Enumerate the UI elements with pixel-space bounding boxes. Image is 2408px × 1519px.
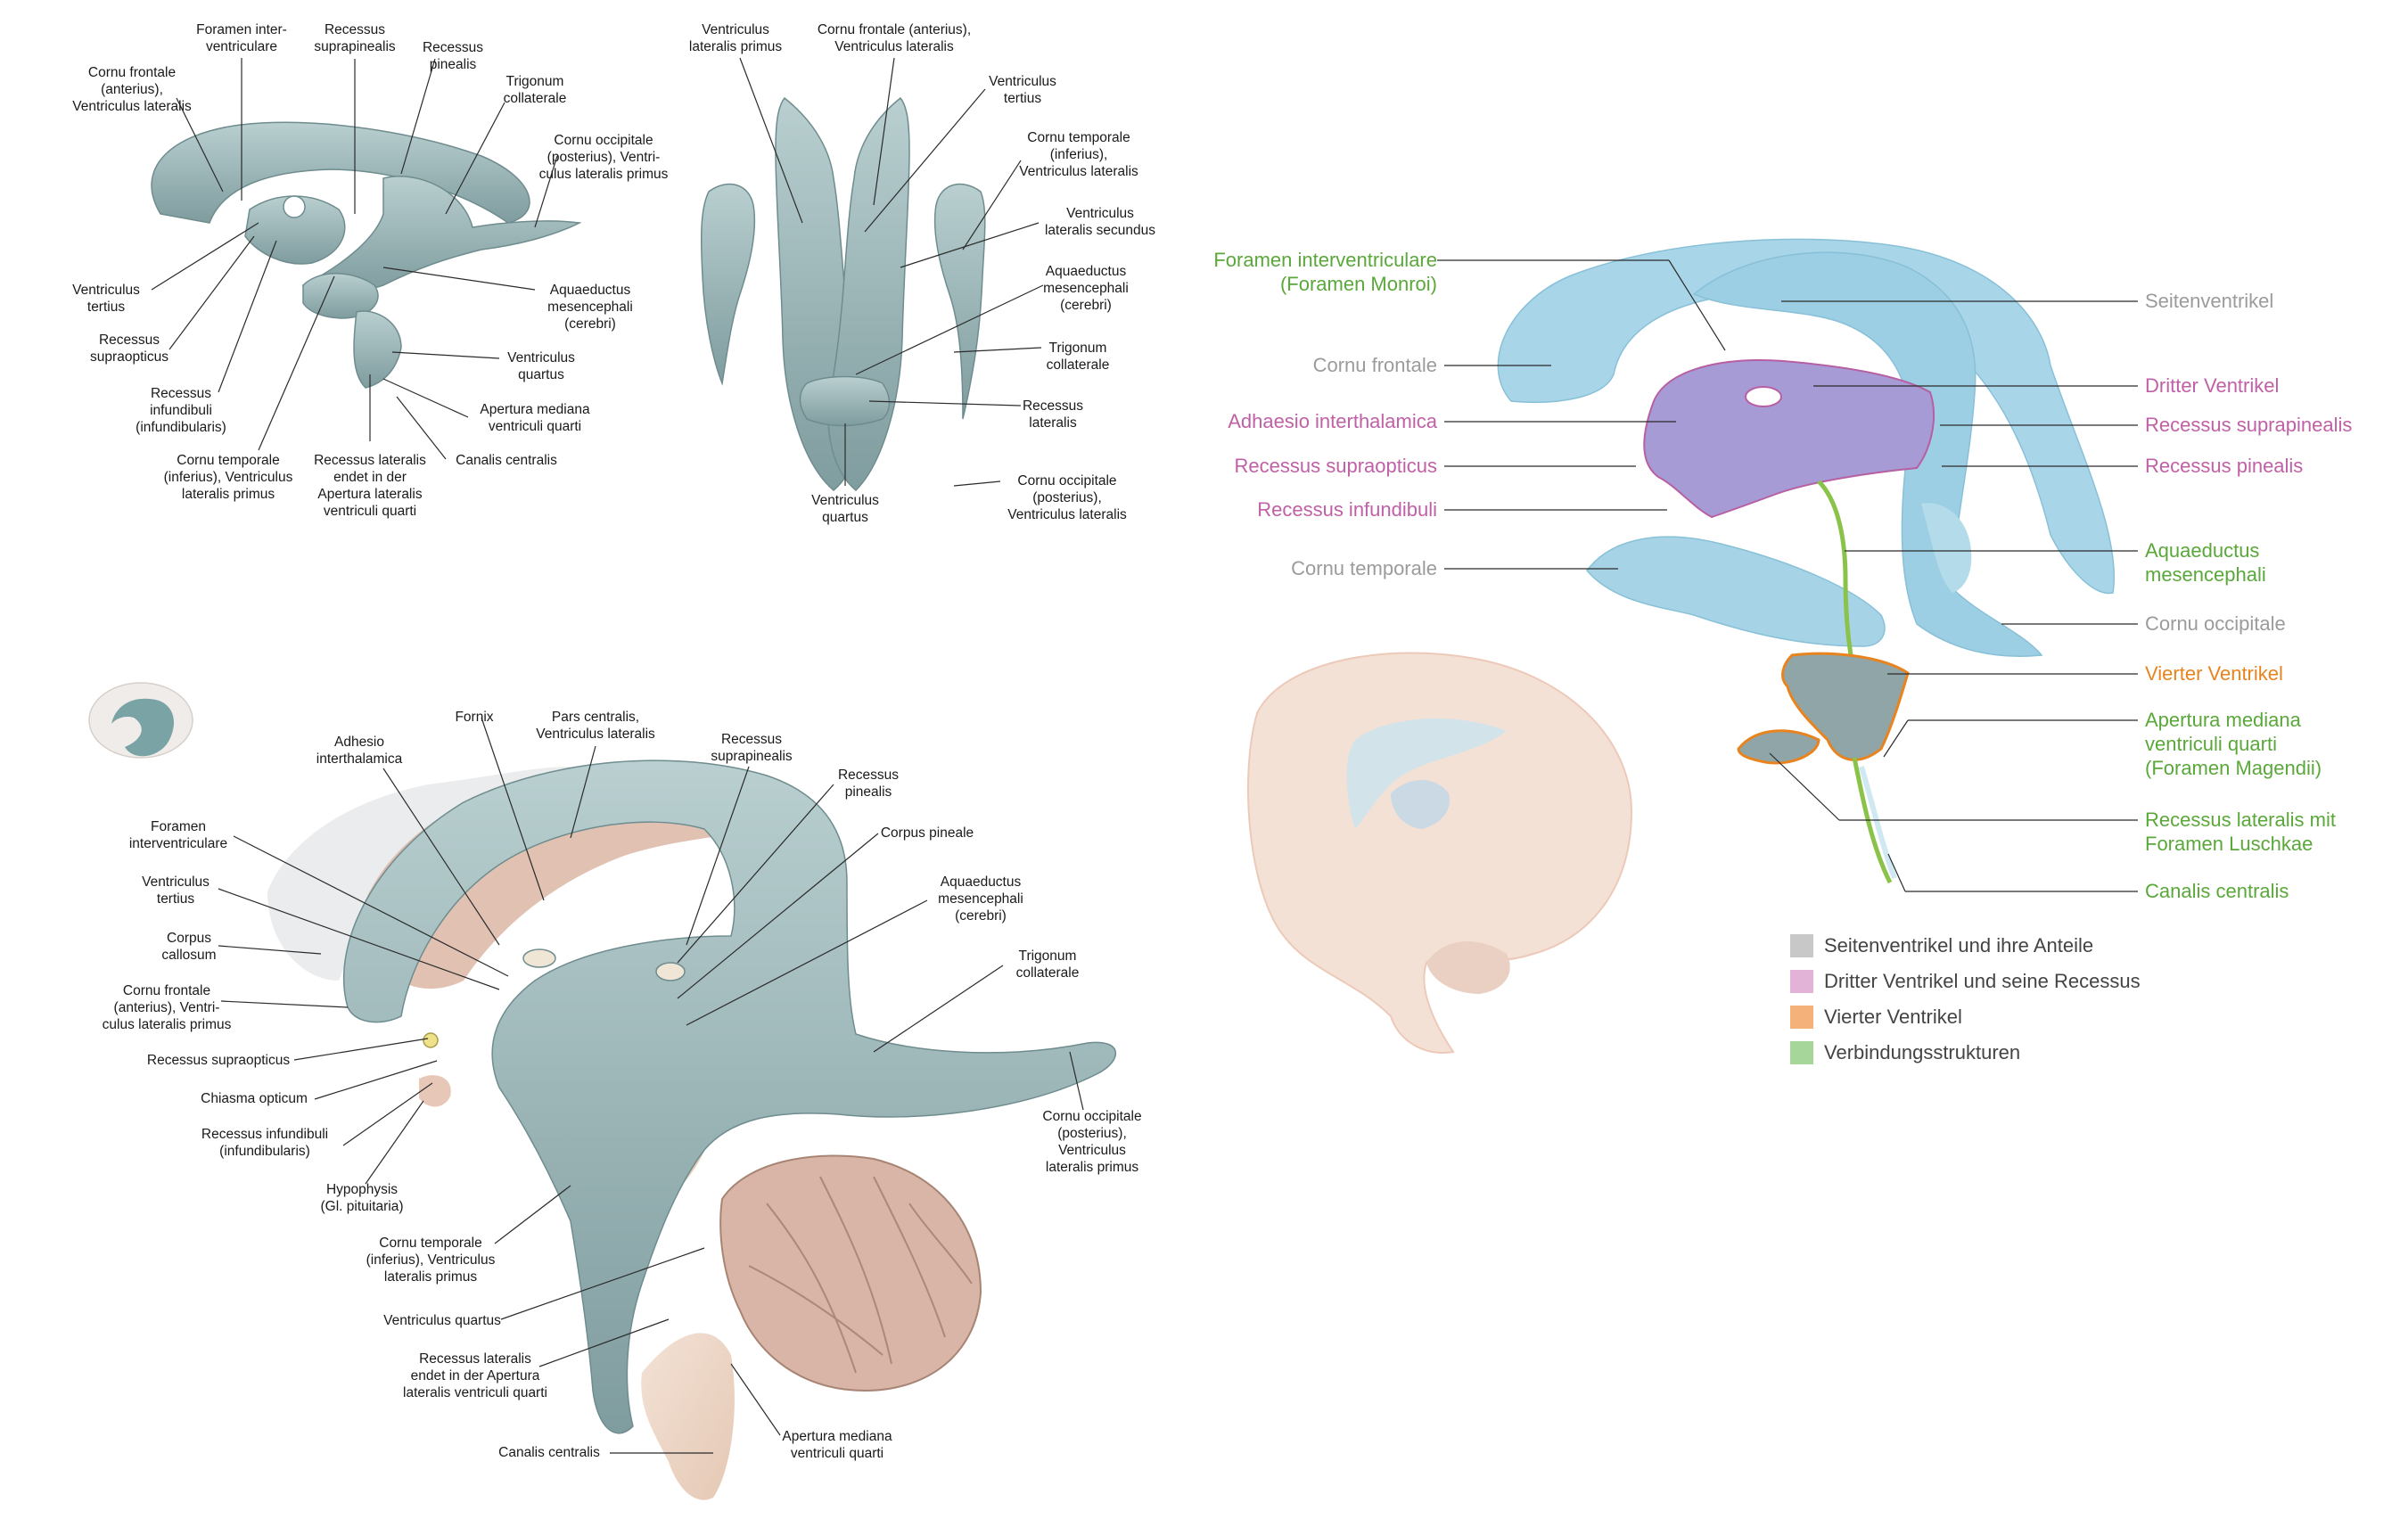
fig-d-label-chiasma-opticum: Chiasma opticum [201, 1091, 308, 1106]
fig-b-label-cornu-temporale: Cornu temporale(inferius),Ventriculus la… [1019, 130, 1138, 179]
legend-label-vierter-ventrikel: Vierter Ventrikel [1824, 1006, 1962, 1028]
fig-b-ventricle-cast [700, 96, 986, 492]
fig-c-label-recessus-suprapinealis: Recessus suprapinealis [2145, 414, 2353, 436]
fig-c-label-cornu-occipitale: Cornu occipitale [2145, 612, 2286, 635]
leader-lines [151, 57, 2138, 1454]
fig-a-label-cornu-occipitale: Cornu occipitale(posterius), Ventri-culu… [538, 133, 669, 182]
fig-b-label-cornu-frontale: Cornu frontale (anterius),Ventriculus la… [817, 22, 972, 54]
fig-d-label-pars-centralis: Pars centralis,Ventriculus lateralis [536, 710, 655, 742]
fig-d-label-corpus-pineale: Corpus pineale [880, 825, 974, 841]
fig-c-label-recessus-infundibuli: Recessus infundibuli [1257, 498, 1437, 521]
fig-c-label-recessus-supraopticus: Recessus supraopticus [1234, 455, 1437, 477]
fig-c-label-cornu-frontale: Cornu frontale [1312, 354, 1437, 376]
fig-d-label-recessus-supraopticus: Recessus supraopticus [146, 1053, 291, 1068]
fig-c-ventricles [1497, 238, 2115, 884]
fig-a-label-canalis-centralis: Canalis centralis [456, 453, 557, 468]
fig-c-label-canalis-centralis: Canalis centralis [2145, 880, 2289, 902]
fig-d-label-hypophysis: Hypophysis(Gl. pituitaria) [320, 1182, 404, 1214]
legend-swatch-vierter-ventrikel [1790, 1006, 1813, 1029]
fig-c-label-recessus-pinealis: Recessus pinealis [2145, 455, 2304, 477]
fig-c-label-cornu-temporale: Cornu temporale [1291, 557, 1437, 579]
fig-d-label-cornu-frontale: Cornu frontale(anterius), Ventri-culus l… [102, 983, 232, 1032]
legend-label-dritter-ventrikel: Dritter Ventrikel und seine Recessus [1824, 970, 2141, 992]
fig-d-label-canalis-centralis: Canalis centralis [498, 1445, 600, 1460]
fig-d-brain-section [267, 760, 1116, 1500]
fig-a-ventricle-cast [151, 121, 582, 389]
fig-c-label-foramen-interventriculare: Foramen interventriculare(Foramen Monroi… [1213, 249, 1437, 295]
fig-b-label-cornu-occipitale: Cornu occipitale(posterius),Ventriculus … [1007, 473, 1127, 522]
fig-c-label-dritter-ventrikel: Dritter Ventrikel [2145, 374, 2280, 397]
legend-label-seitenventrikel: Seitenventrikel und ihre Anteile [1824, 934, 2094, 957]
legend-swatch-dritter-ventrikel [1790, 970, 1813, 993]
fig-c-label-adhaesio-interthalamica: Adhaesio interthalamica [1228, 410, 1437, 432]
fig-d-label-fornix: Fornix [455, 710, 494, 725]
legend-label-verbindungsstrukturen: Verbindungsstrukturen [1824, 1041, 2021, 1063]
fig-c-brain-outline [1247, 652, 1633, 1054]
fig-a-label-foramen-interventriculare: Foramen inter-ventriculare [196, 22, 287, 54]
fig-c-label-seitenventrikel: Seitenventrikel [2145, 290, 2274, 312]
fig-d-label-recessus-infundibuli: Recessus infundibuli(infundibularis) [201, 1127, 329, 1159]
legend-swatch-seitenventrikel [1790, 934, 1813, 957]
inset-brain-icon [88, 682, 193, 759]
fig-d-label-ventriculus-quartus: Ventriculus quartus [383, 1313, 501, 1328]
fig-c-label-vierter-ventrikel: Vierter Ventrikel [2145, 662, 2283, 685]
fig-a-label-cornu-frontale: Cornu frontale(anterius),Ventriculus lat… [72, 65, 192, 114]
legend-swatch-verbindungsstrukturen [1790, 1041, 1813, 1064]
